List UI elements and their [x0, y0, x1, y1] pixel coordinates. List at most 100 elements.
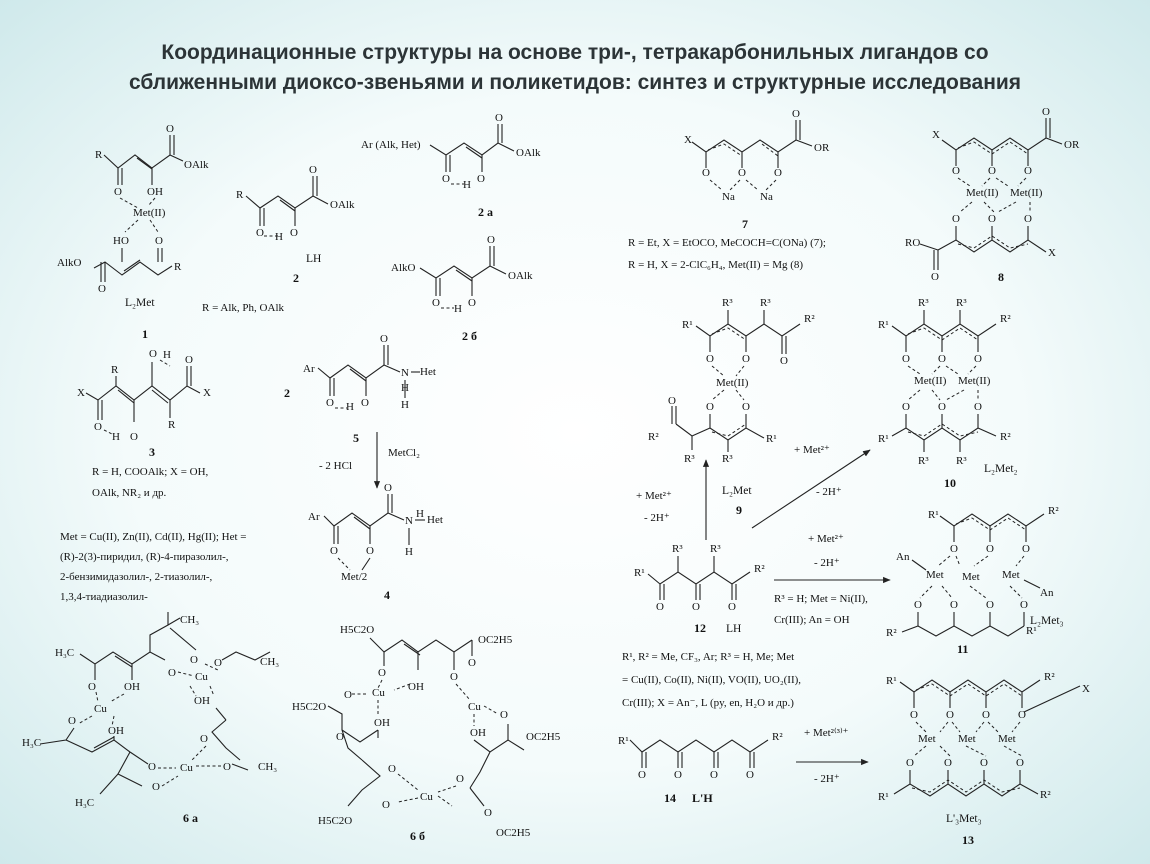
svg-text:OH: OH	[470, 727, 486, 739]
svg-text:X: X	[203, 387, 211, 399]
svg-text:R²: R²	[1040, 789, 1051, 801]
svg-text:OAlk: OAlk	[508, 270, 533, 282]
compound-6b-structure: H5C2O O OC2H5 O OH O Cu O OH Cu O OH H5C…	[292, 624, 561, 843]
svg-text:N: N	[405, 515, 413, 527]
compound-12-label: LH	[726, 623, 741, 635]
svg-text:O: O	[738, 167, 746, 179]
svg-text:O: O	[938, 401, 946, 413]
svg-text:R²: R²	[1048, 505, 1059, 517]
svg-text:R³: R³	[918, 455, 929, 467]
svg-text:O: O	[950, 543, 958, 555]
svg-text:H5C2O: H5C2O	[292, 701, 326, 713]
svg-text:Ar: Ar	[308, 511, 320, 523]
compound-14-number: L'H	[692, 791, 713, 805]
reagent-met-13: + Met²⁽³⁾⁺	[804, 727, 849, 739]
svg-text:O: O	[706, 353, 714, 365]
svg-text:OAlk: OAlk	[330, 199, 355, 211]
svg-text:R³: R³	[956, 297, 967, 309]
svg-text:H: H	[401, 399, 409, 411]
svg-text:O: O	[442, 173, 450, 185]
svg-text:Ar: Ar	[303, 363, 315, 375]
svg-text:O: O	[214, 657, 222, 669]
svg-text:H: H	[112, 431, 120, 443]
svg-text:O: O	[336, 731, 344, 743]
compound-1-label: L₂Met	[125, 297, 155, 309]
svg-text:Cu: Cu	[468, 701, 481, 713]
svg-text:OC2H5: OC2H5	[526, 731, 561, 743]
svg-text:O: O	[742, 401, 750, 413]
svg-text:O: O	[944, 757, 952, 769]
svg-text:R: R	[174, 261, 182, 273]
svg-text:O: O	[309, 164, 317, 176]
slide-title: Координационные структуры на основе три-…	[40, 38, 1110, 98]
svg-text:O: O	[931, 271, 939, 283]
compound-2a-ar-group: Ar (Alk, Het)	[361, 139, 421, 151]
svg-text:O: O	[456, 773, 464, 785]
reagent-met-9: + Met²⁺	[636, 490, 672, 502]
svg-text:O: O	[130, 431, 138, 443]
svg-text:R²: R²	[1000, 431, 1011, 443]
svg-text:O: O	[378, 667, 386, 679]
compound-11-label: L₂Met₃	[1030, 615, 1064, 627]
byproduct-hcl: - 2 HCl	[319, 460, 352, 472]
svg-text:H: H	[454, 303, 462, 315]
svg-text:O: O	[487, 234, 495, 246]
svg-text:O: O	[950, 599, 958, 611]
compound-2b-number: 2 б	[462, 329, 477, 343]
svg-text:O: O	[974, 401, 982, 413]
svg-text:O: O	[149, 348, 157, 360]
svg-text:O: O	[190, 654, 198, 666]
reagent-met-10: + Met²⁺	[794, 444, 830, 456]
svg-text:O: O	[68, 715, 76, 727]
svg-text:RO: RO	[905, 237, 920, 249]
svg-text:R³: R³	[722, 297, 733, 309]
svg-text:O: O	[148, 761, 156, 773]
svg-text:N: N	[401, 367, 409, 379]
svg-text:R²: R²	[804, 313, 815, 325]
svg-text:R: R	[236, 189, 244, 201]
svg-text:O: O	[1020, 599, 1028, 611]
svg-text:R³: R³	[684, 453, 695, 465]
compound-4-note-1: Met = Cu(II), Zn(II), Cd(II), Hg(II); He…	[60, 531, 247, 543]
byproduct-h-9: - 2H⁺	[644, 512, 670, 524]
reagent-met-11: + Met²⁺	[808, 533, 844, 545]
svg-text:O: O	[330, 545, 338, 557]
svg-text:H: H	[405, 546, 413, 558]
svg-text:Het: Het	[427, 514, 443, 526]
svg-text:R¹: R¹	[878, 433, 889, 445]
svg-text:Met/2: Met/2	[341, 571, 367, 583]
svg-text:An: An	[1040, 587, 1054, 599]
svg-text:O: O	[980, 757, 988, 769]
svg-text:R²: R²	[754, 563, 765, 575]
svg-text:CH₃: CH₃	[180, 614, 199, 626]
svg-text:CH₃: CH₃	[258, 761, 277, 773]
svg-text:H₃C: H₃C	[55, 647, 74, 659]
svg-text:H: H	[401, 382, 409, 394]
svg-text:Cu: Cu	[180, 762, 193, 774]
svg-text:Met: Met	[962, 571, 980, 583]
svg-text:R¹: R¹	[878, 319, 889, 331]
svg-text:Met: Met	[918, 733, 936, 745]
svg-text:Met(II): Met(II)	[914, 375, 947, 387]
svg-text:O: O	[710, 769, 718, 781]
svg-text:R²: R²	[886, 627, 897, 639]
compound-5-number: 5	[353, 431, 359, 445]
svg-text:O: O	[1016, 757, 1024, 769]
svg-text:O: O	[952, 213, 960, 225]
compound-5-structure: 2 Ar O OH O NH Het H 5 MetCl₂ - 2 HCl	[284, 333, 436, 489]
svg-text:O: O	[380, 333, 388, 345]
svg-text:Cu: Cu	[195, 671, 208, 683]
svg-text:O: O	[344, 689, 352, 701]
svg-text:O: O	[986, 599, 994, 611]
compound-6b-number: 6 б	[410, 829, 425, 843]
svg-text:O: O	[185, 354, 193, 366]
svg-text:O: O	[152, 781, 160, 793]
svg-text:O: O	[388, 763, 396, 775]
svg-text:O: O	[902, 353, 910, 365]
compound-2-number: 2	[293, 271, 299, 285]
